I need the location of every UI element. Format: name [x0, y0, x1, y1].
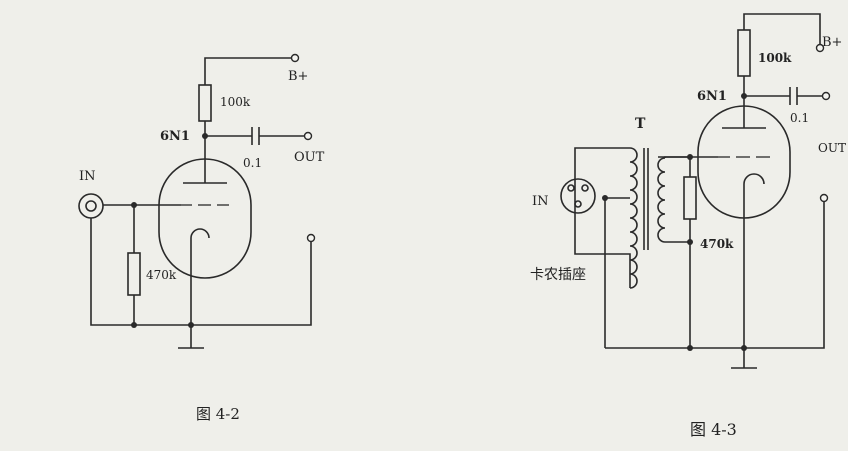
figure-4-3: B+ 100k 6N1 0.1 OUT T — [530, 13, 846, 439]
plate-resistor-a — [198, 84, 212, 122]
b-plus-wire-a — [204, 57, 292, 85]
out-label-b: OUT — [818, 141, 846, 155]
out-terminal-a — [303, 131, 313, 141]
caption-4-3: 图 4-3 — [690, 420, 737, 439]
secondary-node — [687, 239, 693, 245]
b-plus-wire-b — [743, 13, 821, 44]
caption-4-2: 图 4-2 — [196, 405, 240, 423]
transformer-secondary — [657, 157, 666, 243]
grid-resistor-a — [127, 252, 141, 296]
xlr-pin-2 — [581, 184, 589, 192]
transformer-primary — [629, 147, 638, 289]
secondary-resistor-label: 470k — [700, 237, 734, 251]
ground-bus-a — [90, 218, 312, 326]
ground-node-1-a — [131, 322, 137, 328]
ground-terminal-a — [306, 233, 316, 243]
tube-envelope-a — [158, 158, 252, 279]
tube-label-b: 6N1 — [697, 89, 727, 104]
tube-envelope-b — [697, 105, 791, 219]
grid-resistor-label-a: 470k — [146, 268, 177, 282]
xlr-connector-icon — [560, 178, 596, 214]
in-label-a: IN — [79, 169, 96, 184]
xlr-pin-3 — [574, 200, 582, 208]
out-label-a: OUT — [294, 150, 325, 165]
ground-bus-b — [605, 202, 825, 349]
secondary-resistor — [683, 176, 697, 220]
plate-resistor-label-a: 100k — [220, 95, 251, 109]
b-plus-label-a: B+ — [288, 69, 308, 84]
ground-terminal-b — [819, 193, 829, 203]
cap-label-b: 0.1 — [790, 111, 809, 125]
connector-node — [602, 195, 608, 201]
b-plus-terminal-b — [815, 43, 825, 53]
connector-label: 卡农插座 — [530, 267, 586, 283]
input-jack-inner-a — [85, 200, 97, 212]
ground-node-1-b — [687, 345, 693, 351]
figure-4-2: B+ 100k 6N1 0.1 OUT IN 470k — [78, 53, 325, 423]
b-plus-terminal-a — [290, 53, 300, 63]
cap-label-a: 0.1 — [243, 156, 262, 170]
primary-loop-wire — [574, 147, 631, 288]
b-plus-label-b: B+ — [822, 35, 842, 50]
secondary-top-lead — [664, 156, 690, 158]
transformer-label: T — [635, 116, 646, 132]
plate-resistor-b — [737, 29, 751, 77]
ground-node-2-a — [188, 322, 194, 328]
in-label-b: IN — [532, 194, 549, 209]
xlr-pin-1 — [567, 184, 575, 192]
ground-node-2-b — [741, 345, 747, 351]
plate-resistor-label-b: 100k — [758, 51, 792, 65]
out-terminal-b — [821, 91, 831, 101]
tube-cathode-a — [190, 228, 210, 248]
tube-cathode-b — [743, 173, 765, 198]
input-jack-outer-a — [78, 193, 104, 219]
tube-label-a: 6N1 — [160, 129, 190, 144]
